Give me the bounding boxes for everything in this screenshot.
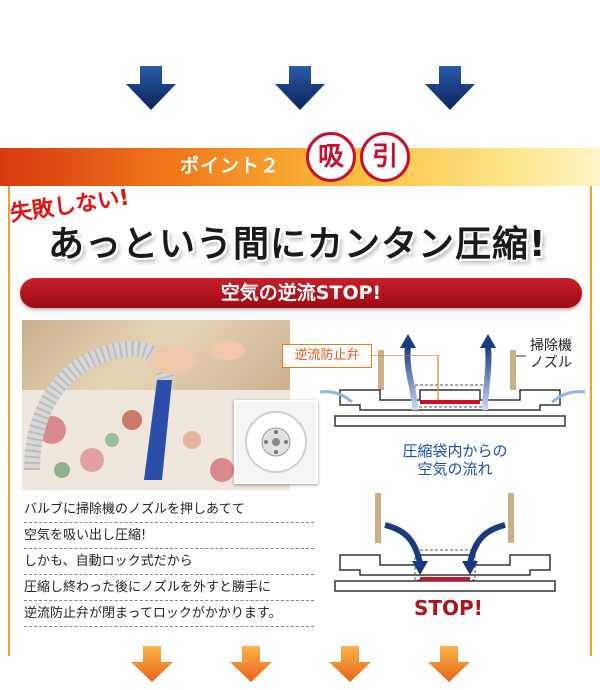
stop-label: STOP! (414, 596, 483, 620)
point-label: ポイント２ (180, 155, 281, 177)
description-line: 空気を吸い出し圧縮! (24, 524, 314, 549)
down-arrow-icon (329, 646, 371, 682)
down-arrow-icon (275, 66, 325, 110)
valve-pointer (370, 355, 439, 400)
airflow-diagram-closed (334, 493, 556, 592)
kanji-badge-suction: 吸 (306, 132, 356, 182)
airflow-label: 空気の流れ (417, 460, 493, 478)
description-line: バルブに掃除機のノズルを押しあてて (24, 498, 314, 523)
description-line: 圧縮し終わった後にノズルを外すと勝手に (24, 576, 314, 601)
description-line: 逆流防止弁が閉まってロックがかかります。 (24, 602, 314, 627)
point-banner (0, 148, 600, 186)
down-arrow-icon (131, 646, 173, 682)
kanji-badge-pull: 引 (360, 132, 410, 182)
nozzle-label: ノズル (530, 355, 572, 371)
down-arrow-icon (230, 646, 272, 682)
subheader-text: 空気の逆流STOP! (220, 282, 382, 304)
down-arrow-icon (126, 66, 176, 110)
nozzle-label: 掃除機 (530, 338, 572, 354)
valve-closeup (234, 400, 318, 484)
headline: あっという間にカンタン圧縮! (48, 224, 547, 265)
valve-label: 逆流防止弁 (282, 344, 372, 368)
airflow-label: 圧縮袋内からの (402, 442, 508, 460)
description-line: しかも、自動ロック式だから (24, 550, 314, 575)
subheader-bar (20, 278, 582, 308)
down-arrow-icon (425, 66, 475, 110)
down-arrow-icon (428, 646, 470, 682)
airflow-diagram-open (320, 334, 586, 427)
